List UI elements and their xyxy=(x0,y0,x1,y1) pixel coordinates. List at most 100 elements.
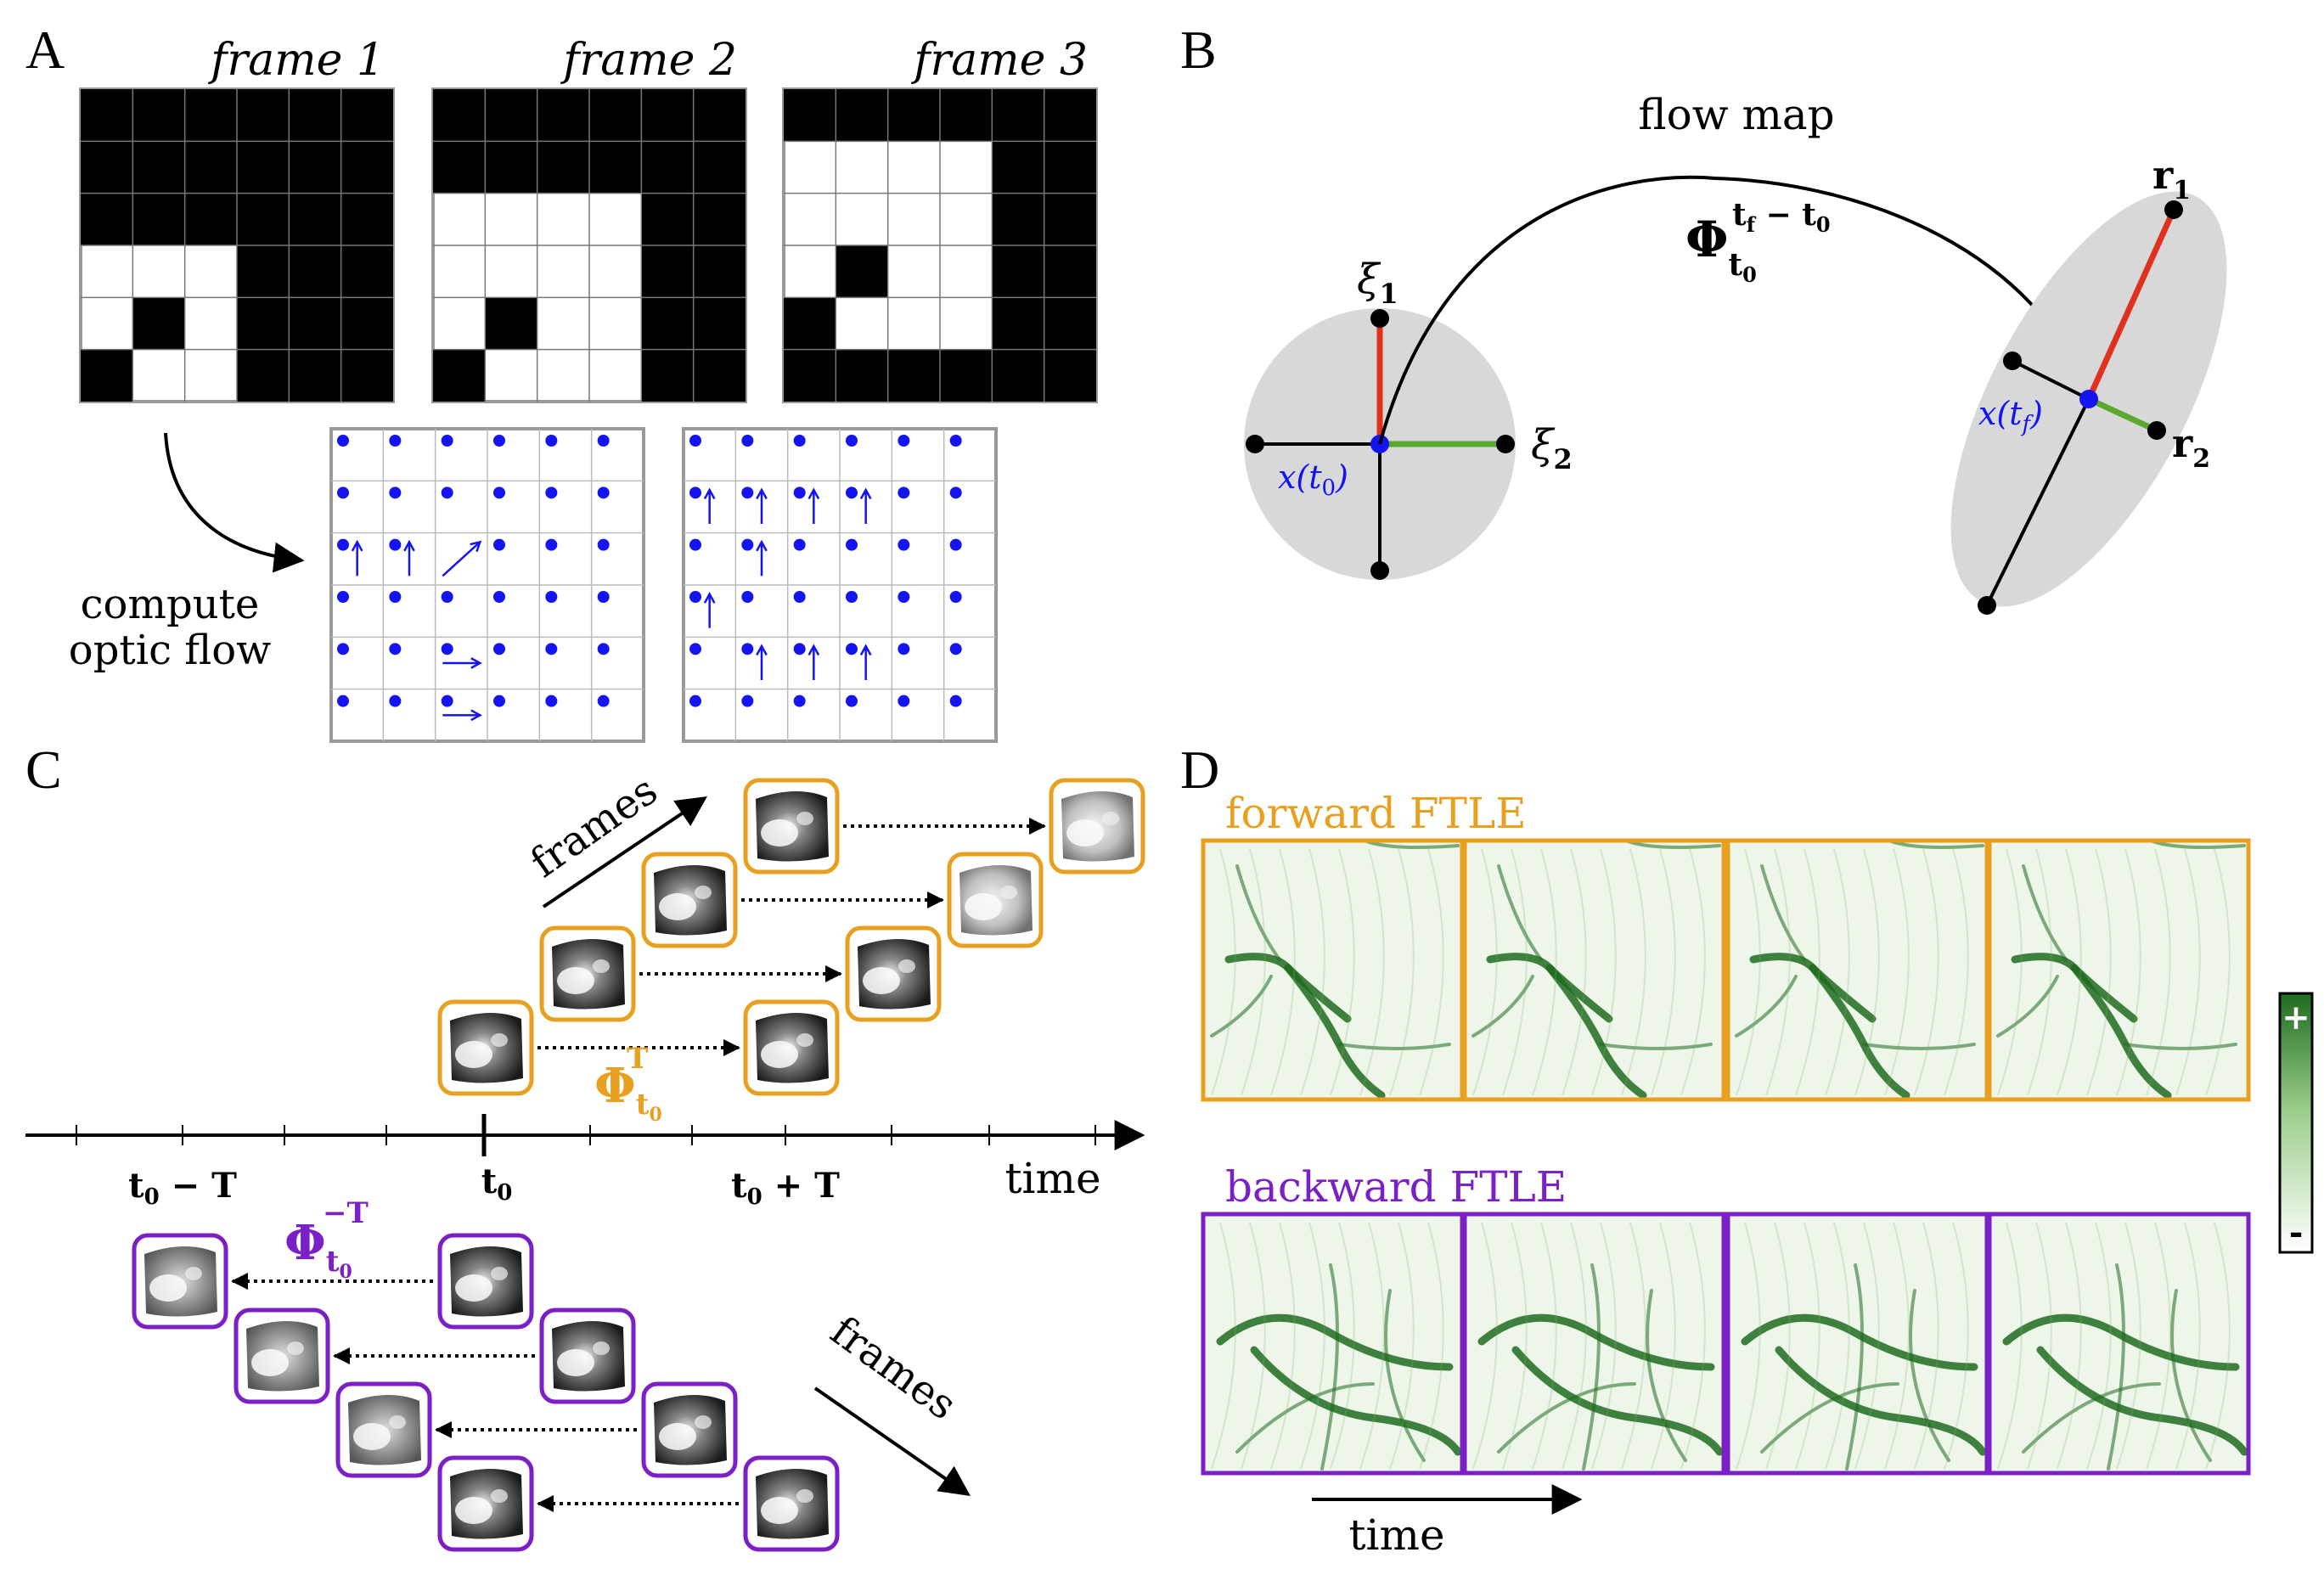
flow-dot xyxy=(493,643,505,655)
black-pixel xyxy=(485,297,537,350)
flow-dot xyxy=(337,695,349,707)
flow-dot xyxy=(337,538,349,551)
panel-b-label: B xyxy=(1180,20,1217,80)
tick-label-t0-plus-T: t0 + T xyxy=(731,1166,840,1210)
flow-dot xyxy=(741,591,754,603)
flow-dot xyxy=(741,435,754,447)
flow-dot xyxy=(898,435,910,447)
flow-dot xyxy=(337,435,349,447)
flow-map-sup: tf − t0 xyxy=(1732,197,1831,237)
flow-dot xyxy=(545,486,558,499)
backward-thumbnails xyxy=(132,1233,840,1552)
flow-dot xyxy=(337,591,349,603)
black-pixel xyxy=(132,141,185,194)
black-pixel xyxy=(132,89,185,142)
backward-ftle-title: backward FTLE xyxy=(1225,1162,1567,1212)
frame-title: frame 2 xyxy=(560,35,737,86)
black-pixel xyxy=(940,89,993,142)
flow-dot xyxy=(389,486,402,499)
black-pixel xyxy=(184,89,237,142)
flow-dot xyxy=(741,643,754,655)
black-pixel xyxy=(784,89,836,142)
flow-dot xyxy=(793,538,806,551)
phi-backward-sup: −T xyxy=(323,1196,369,1230)
video-frame-thumbnail xyxy=(743,778,840,875)
black-pixel xyxy=(1044,89,1096,142)
black-pixel xyxy=(693,349,746,402)
black-pixel xyxy=(340,297,393,350)
flow-dot xyxy=(846,643,858,655)
black-pixel xyxy=(641,141,694,194)
video-frame-thumbnail xyxy=(947,852,1044,948)
flow-dot xyxy=(389,591,402,603)
flow-dot xyxy=(389,538,402,551)
black-pixel xyxy=(485,89,537,142)
video-frame-thumbnail xyxy=(641,852,738,948)
black-pixel xyxy=(81,89,133,142)
optic-flow-grid-2 xyxy=(682,427,998,743)
frame-grids: frame 1 frame 2 frame 3 xyxy=(79,35,1098,403)
video-frame-thumbnail xyxy=(437,1233,534,1330)
frame-title: frame 3 xyxy=(910,35,1088,86)
ftle-colorbar xyxy=(2278,992,2314,1254)
video-frame-thumbnail xyxy=(437,1455,534,1552)
time-axis-label: time xyxy=(1004,1154,1100,1203)
colorbar-minus: - xyxy=(2289,1212,2304,1252)
point-x-tf xyxy=(2079,390,2098,408)
black-pixel xyxy=(433,349,486,402)
flow-dot xyxy=(898,591,910,603)
black-pixel xyxy=(641,193,694,245)
compute-caption-line1: compute xyxy=(81,581,260,628)
black-pixel xyxy=(289,193,341,245)
flow-dot xyxy=(597,695,610,707)
black-pixel xyxy=(693,245,746,298)
flow-dot xyxy=(793,591,806,603)
video-frame-thumbnail xyxy=(539,925,636,1022)
video-frame-thumbnail xyxy=(743,999,840,1096)
black-pixel xyxy=(641,89,694,142)
phi-forward-sup: T xyxy=(627,1042,648,1076)
black-pixel xyxy=(433,89,486,142)
video-frame-thumbnail xyxy=(743,1455,840,1552)
flow-dot xyxy=(689,643,701,655)
flow-dot xyxy=(949,538,962,551)
black-pixel xyxy=(1044,245,1096,298)
flow-dot xyxy=(846,486,858,499)
video-frame-thumbnail xyxy=(335,1381,432,1478)
flow-dot xyxy=(846,538,858,551)
x-tf-label: x(tf) xyxy=(1978,395,2043,437)
flow-dot xyxy=(597,538,610,551)
ftle-map xyxy=(1725,1212,1989,1476)
frames-arrow-top xyxy=(542,796,707,908)
flow-dot xyxy=(898,486,910,499)
video-frame-thumbnail xyxy=(437,999,534,1096)
black-pixel xyxy=(992,193,1044,245)
black-pixel xyxy=(289,297,341,350)
flow-dot xyxy=(846,695,858,707)
black-pixel xyxy=(237,349,290,402)
flow-dot xyxy=(441,591,453,603)
time-axis-ticks xyxy=(76,1125,1096,1145)
flow-dot xyxy=(597,591,610,603)
black-pixel xyxy=(237,193,290,245)
r2-label: r2 xyxy=(2172,420,2210,474)
frame-1: frame 1 xyxy=(79,35,395,403)
black-pixel xyxy=(237,297,290,350)
frame-2: frame 2 xyxy=(431,35,747,403)
forward-thumbnails xyxy=(437,778,1145,1096)
black-pixel xyxy=(537,89,589,142)
black-pixel xyxy=(784,297,836,350)
video-frame-thumbnail xyxy=(845,925,942,1022)
flow-dot xyxy=(741,486,754,499)
black-pixel xyxy=(132,193,185,245)
frames-label-bottom: frames xyxy=(822,1307,965,1429)
flow-dot xyxy=(793,435,806,447)
ftle-map xyxy=(1725,838,1989,1102)
panel-d-label: D xyxy=(1180,740,1219,800)
flow-dot xyxy=(793,486,806,499)
black-pixel xyxy=(693,89,746,142)
backward-ftle-maps xyxy=(1201,1212,2251,1476)
black-pixel xyxy=(289,349,341,402)
flow-dot xyxy=(441,695,453,707)
